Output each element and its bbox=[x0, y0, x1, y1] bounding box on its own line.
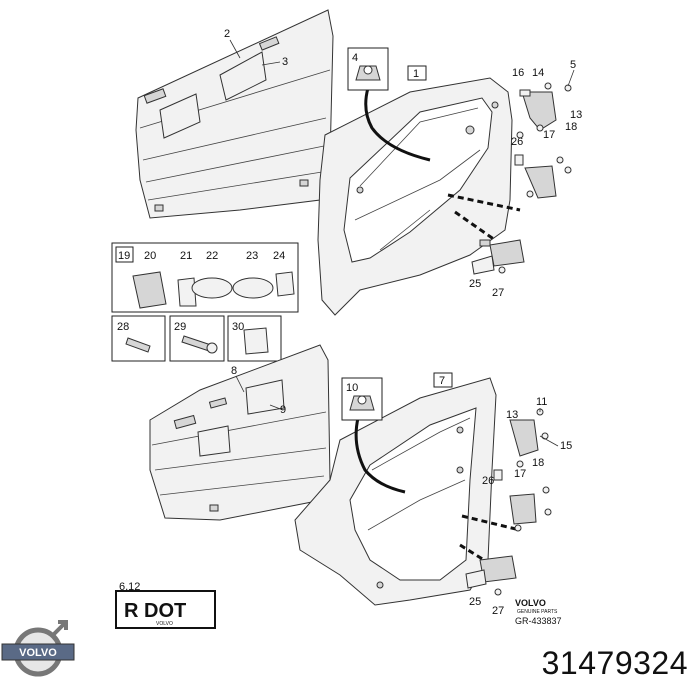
hardware-box-30 bbox=[227, 315, 282, 362]
front-door-check-strap bbox=[471, 239, 525, 275]
callout-24: 24 bbox=[273, 250, 285, 262]
callout-1: 1 bbox=[413, 68, 419, 80]
front-wire-line bbox=[364, 87, 431, 162]
callout-9: 9 bbox=[280, 404, 286, 416]
rear-door-patch-9 bbox=[197, 379, 285, 457]
callout-30: 30 bbox=[232, 321, 244, 333]
hardware-box-29 bbox=[169, 315, 225, 362]
rdot-label-text: R DOT bbox=[124, 600, 186, 622]
callout-27-rear: 27 bbox=[492, 605, 504, 617]
rear-door-check-strap bbox=[465, 555, 517, 596]
callout-21: 21 bbox=[180, 250, 192, 262]
callout-10: 10 bbox=[346, 382, 358, 394]
callout-16: 16 bbox=[512, 67, 524, 79]
callout-3: 3 bbox=[282, 56, 288, 68]
rdot-label-box bbox=[115, 590, 216, 629]
callout-18-rear: 18 bbox=[532, 457, 544, 469]
callout-28: 28 bbox=[117, 321, 129, 333]
front-door-patch-3 bbox=[159, 51, 267, 139]
leader-lines bbox=[229, 39, 575, 447]
callout-2: 2 bbox=[224, 28, 230, 40]
callout-5: 5 bbox=[570, 59, 576, 71]
volvo-genuine-sub: GENUINE PARTS bbox=[517, 609, 558, 615]
hardware-box-19-24 bbox=[111, 242, 299, 313]
hardware-box-28 bbox=[111, 315, 166, 362]
volvo-logo-text: VOLVO bbox=[19, 647, 57, 659]
front-upper-hinge bbox=[519, 82, 572, 132]
callout-27-front: 27 bbox=[492, 287, 504, 299]
callout-7-box bbox=[433, 372, 453, 388]
callout-19: 19 bbox=[118, 250, 130, 262]
callout-23: 23 bbox=[246, 250, 258, 262]
rdot-brand: VOLVO bbox=[156, 621, 173, 627]
rear-lower-hinge bbox=[493, 469, 552, 532]
callout-11: 11 bbox=[536, 396, 547, 408]
callout-29: 29 bbox=[174, 321, 186, 333]
callout-25-rear: 25 bbox=[469, 596, 481, 608]
callout-4: 4 bbox=[352, 52, 358, 64]
front-lower-hinge bbox=[514, 131, 572, 199]
rear-wire-line bbox=[354, 417, 406, 494]
rear-door-frame bbox=[294, 377, 497, 606]
callout-22: 22 bbox=[206, 250, 218, 262]
volvo-logo bbox=[1, 620, 75, 677]
volvo-genuine-mark: VOLVO bbox=[515, 598, 546, 608]
part-number: 31479324 bbox=[541, 645, 688, 681]
callout-6-12: 6,12 bbox=[119, 581, 140, 593]
rear-door-outer-panel bbox=[149, 344, 331, 521]
callout-1-box bbox=[407, 65, 427, 81]
drawing-reference: GR-433837 bbox=[515, 616, 562, 626]
callout-26-front: 26 bbox=[511, 136, 523, 148]
callout-25-front: 25 bbox=[469, 278, 481, 290]
callout-7: 7 bbox=[439, 375, 445, 387]
rear-upper-hinge bbox=[509, 408, 549, 468]
callout-17-rear: 17 bbox=[514, 468, 526, 480]
callout-17-front: 17 bbox=[543, 129, 555, 141]
callout-box-4 bbox=[347, 47, 389, 91]
callout-14: 14 bbox=[532, 67, 544, 79]
callout-box-10 bbox=[341, 377, 383, 421]
front-dash-line-2 bbox=[454, 210, 496, 242]
callout-8: 8 bbox=[231, 365, 237, 377]
callout-13-front: 13 bbox=[570, 109, 582, 121]
callout-18-front: 18 bbox=[565, 121, 577, 133]
front-dash-line-1 bbox=[447, 193, 521, 212]
callout-20: 20 bbox=[144, 250, 156, 262]
rear-dash-line-2 bbox=[459, 543, 501, 572]
callout-13-rear: 13 bbox=[506, 409, 518, 421]
front-door-outer-panel bbox=[135, 9, 334, 219]
callout-15: 15 bbox=[560, 440, 572, 452]
front-door-frame bbox=[317, 77, 513, 316]
callout-26-rear: 26 bbox=[482, 475, 494, 487]
